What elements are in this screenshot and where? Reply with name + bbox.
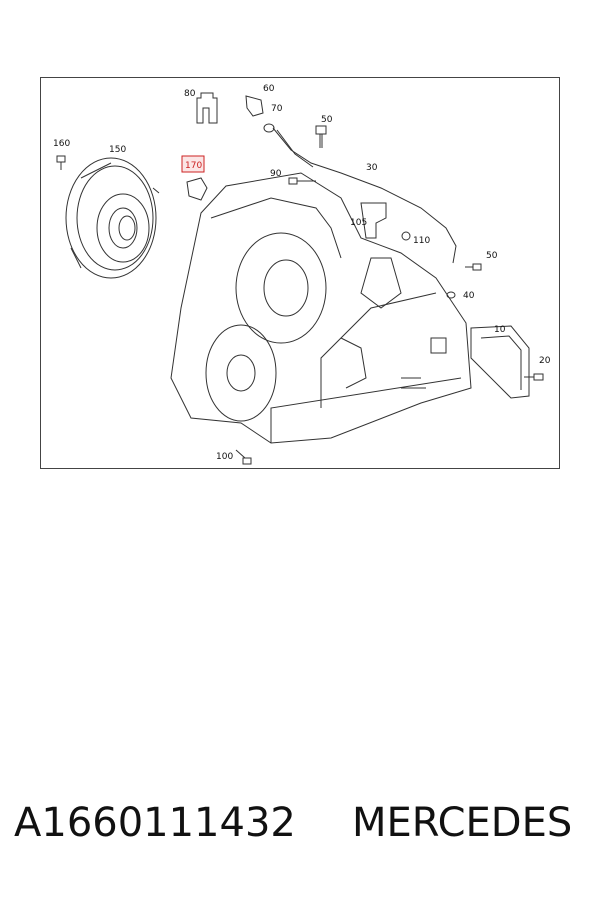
callout-label-10: 10 (494, 325, 506, 335)
bolt-20-drawing (524, 373, 544, 381)
transmission-exploded-diagram: 80 60 70 50 160 150 170 90 30 105 110 50… (53, 84, 551, 465)
torque-converter-drawing (65, 157, 160, 279)
clip-80-drawing (196, 92, 218, 124)
part-number: A1660111432 (14, 800, 296, 846)
mount-170-drawing (186, 177, 208, 201)
callout-label-80: 80 (184, 89, 196, 99)
callout-label-170: 170 (185, 161, 202, 171)
dipstick-tube-drawing (272, 127, 457, 264)
callout-label-105: 105 (350, 218, 367, 228)
bolt-50-right-drawing (465, 263, 482, 271)
callout-label-100: 100 (216, 452, 233, 462)
washer-40-drawing (446, 291, 456, 299)
callout-label-90: 90 (270, 169, 282, 179)
callout-label-160: 160 (53, 139, 70, 149)
callout-label-110: 110 (413, 236, 430, 246)
parts-diagram-frame: 80 60 70 50 160 150 170 90 30 105 110 50… (40, 77, 560, 469)
callout-label-40: 40 (463, 291, 475, 301)
brand-name: MERCEDES (352, 800, 573, 846)
callout-label-60: 60 (263, 84, 275, 94)
bracket-105-drawing (360, 202, 387, 239)
callout-label-50-right: 50 (486, 251, 498, 261)
callout-label-70: 70 (271, 104, 283, 114)
transmission-housing-drawing (170, 172, 472, 444)
callout-label-20: 20 (539, 356, 551, 366)
seal-70-drawing (263, 123, 275, 133)
filter-10-drawing (470, 325, 530, 399)
part-info-line: A1660111432 MERCEDES (14, 800, 594, 860)
callout-170-box (181, 155, 205, 173)
bolt-100-drawing (235, 449, 252, 465)
callout-label-30: 30 (366, 163, 378, 173)
bolt-90-drawing (288, 177, 316, 185)
callout-label-150: 150 (109, 145, 126, 155)
cap-60-drawing (245, 95, 264, 117)
callout-label-50-top: 50 (321, 115, 333, 125)
bolt-50-top-drawing (315, 125, 327, 148)
washer-110-drawing (401, 231, 411, 241)
bolt-160-drawing (56, 155, 66, 170)
